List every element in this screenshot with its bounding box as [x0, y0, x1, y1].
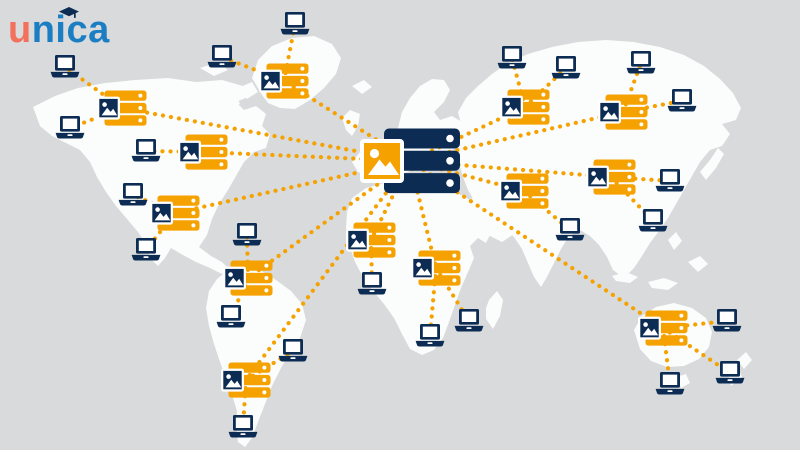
island-uk-iceland: [342, 80, 372, 136]
dotted-connection-s5-l8: [244, 232, 251, 281]
client-laptop-l23: [715, 361, 745, 384]
dotted-connection-s13-l22: [660, 318, 730, 331]
logo-text-u: u: [8, 9, 32, 51]
client-laptop-l1: [50, 55, 80, 78]
continent-north-america: [33, 78, 270, 274]
dotted-connection-origin-s6: [243, 158, 413, 383]
logo-text-nica: nica: [31, 9, 110, 51]
client-laptop-l22: [712, 309, 742, 332]
dotted-connection-s13-l23: [660, 325, 733, 376]
client-laptop-l3: [207, 45, 237, 68]
islands-arctic: [200, 62, 258, 108]
graduation-cap-icon: [59, 7, 79, 18]
unica-logo: unica: [8, 6, 138, 54]
dotted-connection-s8-l14: [433, 265, 472, 324]
client-laptop-l8: [232, 223, 262, 246]
dotted-connection-s2-l3: [219, 54, 287, 84]
client-laptop-l14: [454, 309, 484, 332]
island-madagascar: [486, 291, 503, 329]
islands-southeast-asia: [612, 148, 724, 290]
client-laptop-l4: [280, 12, 310, 35]
